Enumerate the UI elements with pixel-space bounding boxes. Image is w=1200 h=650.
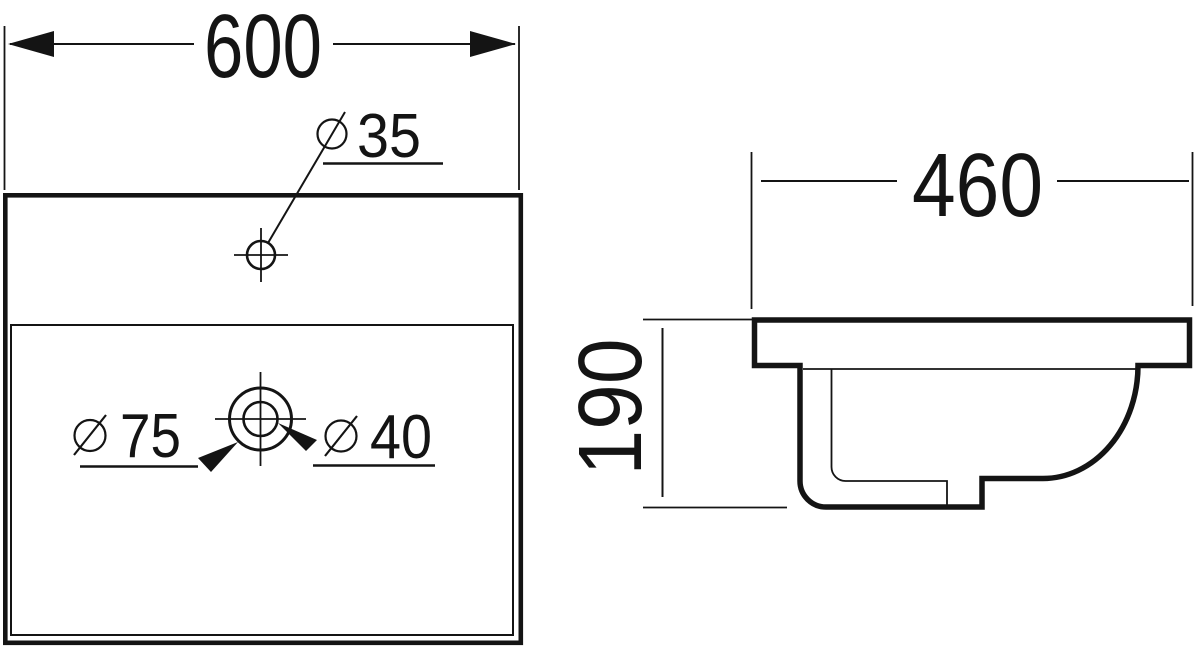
side-view-outline	[751, 317, 1193, 510]
drain-mark	[215, 372, 306, 466]
drain-hole-label-group: 40	[278, 403, 435, 472]
faucet-hole-label: 35	[357, 102, 421, 171]
drain-flange-label-group: 75	[73, 402, 238, 472]
faucet-hole-label-group: 35	[267, 102, 443, 244]
dim-depth: 460	[750, 136, 1194, 309]
diameter-slash	[73, 414, 107, 456]
top-view-bowl-rim	[10, 324, 514, 636]
top-view: 600 35 75	[3, 0, 524, 646]
faucet-leader-line	[267, 111, 346, 244]
faucet-hole-mark	[234, 228, 288, 282]
dim-height-label: 190	[561, 339, 661, 476]
diameter-slash	[324, 415, 358, 457]
side-view-bowl-inner-line	[830, 369, 948, 506]
dim-width: 600	[3, 0, 520, 190]
diameter-symbol-icon	[324, 419, 358, 453]
diameter-symbol-icon	[316, 118, 348, 150]
drain-flange-label: 75	[120, 402, 181, 471]
side-view: 460 190	[561, 136, 1194, 510]
dim-height: 190	[561, 318, 787, 509]
dim-width-label: 600	[204, 0, 322, 97]
arrow-right-icon	[470, 31, 516, 57]
dim-depth-label: 460	[912, 136, 1043, 236]
diameter-symbol-icon	[73, 418, 107, 453]
arrow-left-icon	[8, 31, 54, 57]
leader-wedge-icon	[198, 442, 238, 472]
drain-hole-label: 40	[370, 403, 432, 472]
leader-wedge-icon	[278, 423, 317, 451]
